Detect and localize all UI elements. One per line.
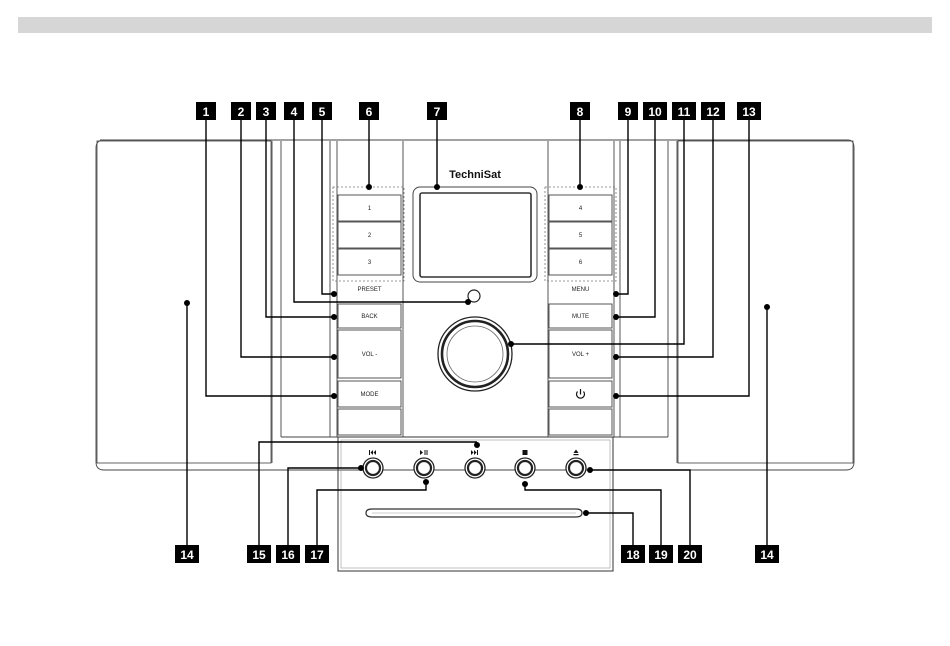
callout-13: 13 [737, 102, 761, 120]
svg-text:12: 12 [706, 105, 720, 119]
eject-icon [574, 450, 579, 456]
eject-button[interactable] [566, 458, 586, 478]
svg-text:13: 13 [742, 105, 756, 119]
callout-14-right: 14 [755, 545, 779, 563]
play-pause-icon [420, 450, 428, 455]
stop-icon [523, 450, 528, 455]
mute-label: MUTE [572, 314, 589, 320]
svg-text:16: 16 [281, 548, 295, 562]
callout-20: 20 [678, 545, 702, 563]
callout-4: 4 [284, 102, 304, 120]
right-blank-key [549, 409, 612, 435]
svg-text:19: 19 [654, 548, 668, 562]
svg-text:14: 14 [760, 548, 774, 562]
callout-14-left: 14 [175, 545, 199, 563]
device-body: 1 2 3 PRESET BACK VOL - MODE 4 5 6 MENU … [96, 140, 854, 571]
next-track-button[interactable] [465, 458, 485, 478]
left-speaker [97, 141, 271, 463]
svg-text:11: 11 [678, 105, 691, 119]
svg-text:6: 6 [366, 105, 373, 119]
callout-3: 3 [256, 102, 276, 120]
svg-text:5: 5 [319, 105, 326, 119]
volume-down-label: VOL - [362, 352, 377, 358]
svg-text:3: 3 [263, 105, 270, 119]
svg-text:9: 9 [625, 105, 632, 119]
svg-text:10: 10 [648, 105, 662, 119]
callout-8: 8 [570, 102, 590, 120]
preset-label: PRESET [357, 287, 381, 293]
header-bar [18, 17, 932, 33]
callout-11: 11 [672, 102, 696, 120]
svg-text:15: 15 [252, 548, 266, 562]
display-bezel [413, 187, 537, 282]
svg-text:18: 18 [626, 548, 640, 562]
mode-label: MODE [361, 392, 379, 398]
control-knob[interactable] [438, 317, 512, 391]
display-screen [420, 193, 531, 277]
svg-text:8: 8 [577, 105, 584, 119]
callout-6: 6 [359, 102, 379, 120]
previous-track-button[interactable] [363, 458, 383, 478]
callout-5: 5 [312, 102, 332, 120]
cd-panel [338, 437, 613, 571]
callout-10: 10 [643, 102, 667, 120]
callout-7: 7 [427, 102, 447, 120]
back-label: BACK [361, 314, 377, 320]
callout-12: 12 [701, 102, 725, 120]
callout-18: 18 [621, 545, 645, 563]
right-speaker [678, 141, 853, 463]
callout-15: 15 [247, 545, 271, 563]
callout-2: 2 [231, 102, 251, 120]
callout-19: 19 [649, 545, 673, 563]
svg-text:20: 20 [683, 548, 697, 562]
callout-1: 1 [196, 102, 216, 120]
callout-16: 16 [276, 545, 300, 563]
brand-logo: TechniSat [449, 169, 501, 181]
volume-up-label: VOL + [572, 352, 589, 358]
menu-label: MENU [572, 287, 590, 293]
play-pause-button[interactable] [414, 458, 434, 478]
svg-text:4: 4 [291, 105, 298, 119]
next-track-icon [471, 450, 478, 455]
svg-text:1: 1 [203, 105, 210, 119]
callout-9: 9 [618, 102, 638, 120]
stop-button[interactable] [515, 458, 535, 478]
svg-text:2: 2 [238, 105, 245, 119]
callout-17: 17 [305, 545, 329, 563]
left-blank-key [338, 409, 401, 435]
previous-track-icon [369, 450, 376, 455]
svg-text:17: 17 [310, 548, 324, 562]
svg-text:14: 14 [180, 548, 194, 562]
svg-text:7: 7 [434, 105, 441, 119]
